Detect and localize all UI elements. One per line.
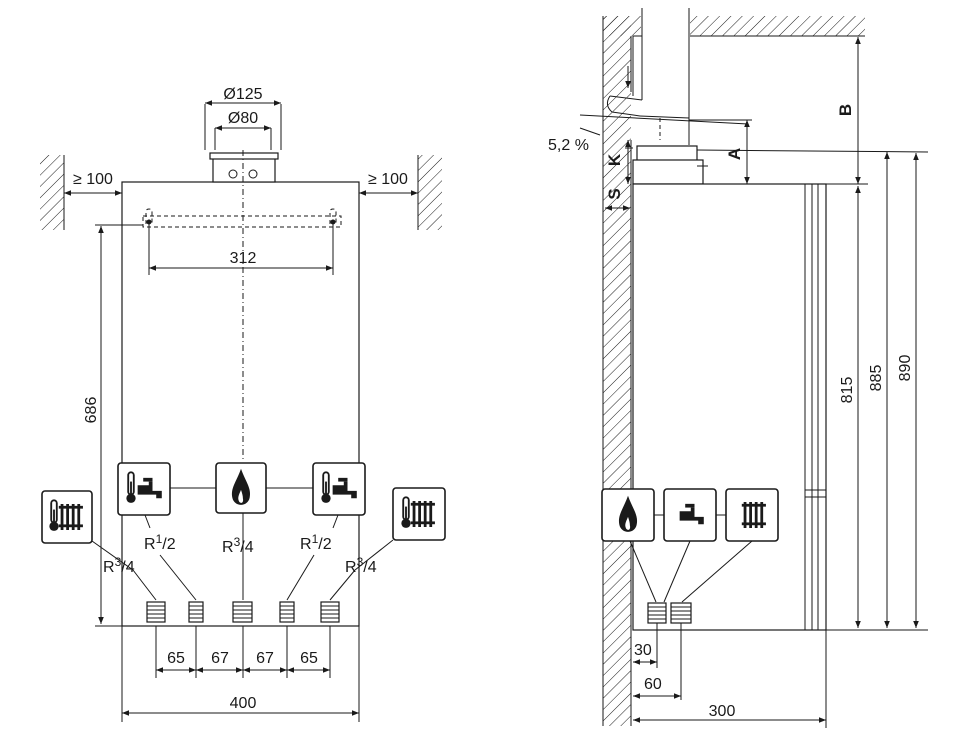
flue-adaptor [632,159,704,185]
bracket-span: 312 [230,250,257,267]
flame-icon [215,462,267,514]
width-400: 400 [230,695,257,712]
radiator-icon [725,488,779,542]
flue-collar [212,156,276,183]
front-view: Ø125 Ø80 ≥ 100 ≥ 100 312 686 [40,86,446,722]
left-clearance: ≥ 100 [73,171,113,188]
tap-icon [663,488,717,542]
dim-30: 30 [634,642,652,659]
dim-B: B [836,104,855,116]
dim-K: K [605,153,624,166]
radiator-thermometer-icon [392,487,446,541]
boiler-side-casing [632,183,827,631]
back-wall [603,16,631,726]
dim-S: S [605,188,624,199]
conn-label-dhw-left: R1/2 [144,532,176,553]
slope-label: 5,2 % [548,137,589,154]
dim-A: A [725,148,744,160]
height-815: 815 [839,377,856,404]
right-wall [418,155,442,230]
height-885: 885 [868,365,885,392]
spacing-67-right: 67 [256,650,274,667]
conn-label-ch-left: R3/4 [103,555,135,576]
conn-label-ch-right: R3/4 [345,555,377,576]
ceiling [690,16,865,36]
flue-outer-diameter: Ø125 [223,86,262,103]
radiator-thermometer-icon [41,490,93,544]
height-686: 686 [83,397,100,424]
flame-icon [601,488,655,542]
left-wall [40,155,64,230]
side-connection-rear [670,602,692,624]
tap-thermometer-icon [312,462,366,516]
height-890: 890 [897,355,914,382]
dim-60: 60 [644,676,662,693]
spacing-65-left: 65 [167,650,185,667]
conn-label-dhw-right: R1/2 [300,532,332,553]
spacing-67-left: 67 [211,650,229,667]
tap-thermometer-icon [117,462,171,516]
conn-label-gas: R3/4 [222,535,254,556]
spacing-65-right: 65 [300,650,318,667]
right-clearance: ≥ 100 [368,171,408,188]
mounting-bracket [142,215,342,228]
boiler-casing [121,181,360,627]
side-view: 5,2 % A B K S 101 815 [548,8,929,728]
depth-300: 300 [709,703,736,720]
pipe-connections [146,601,340,623]
side-connection-front [647,602,667,624]
flue-inner-diameter: Ø80 [228,110,258,127]
